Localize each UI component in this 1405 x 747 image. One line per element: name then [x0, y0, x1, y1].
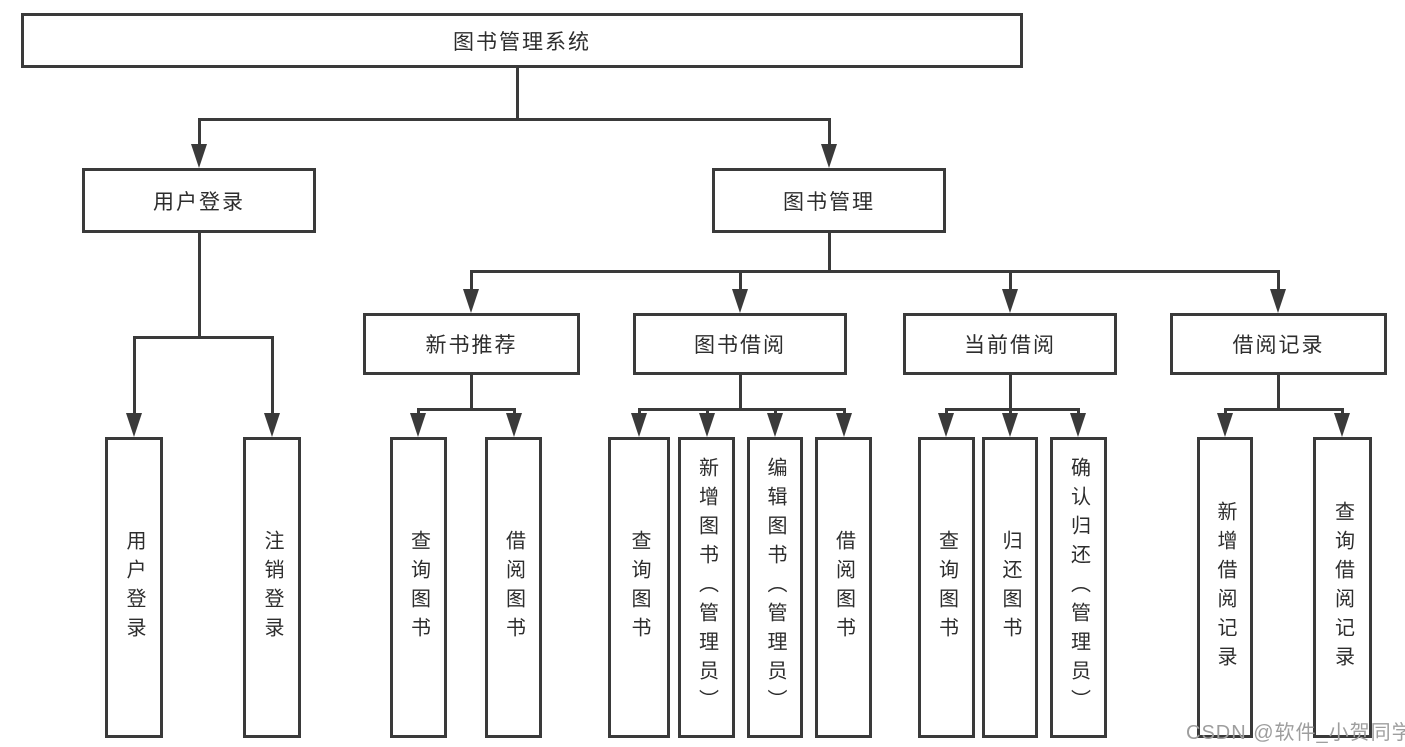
connector-arrow — [264, 413, 280, 437]
node-label: 用户登录 — [153, 190, 245, 214]
leaf-label: 新增借阅记录 — [1214, 500, 1236, 675]
node-borrow-records: 借阅记录 — [1170, 313, 1387, 375]
connector-arrow — [836, 413, 852, 437]
connector-vline — [198, 233, 201, 336]
node-label: 图书借阅 — [694, 334, 786, 357]
leaf-label: 确认归还（管理员） — [1067, 457, 1090, 718]
node-book-management: 图书管理 — [712, 168, 946, 233]
leaf-query-books-recommend: 查询图书 — [390, 437, 447, 738]
leaf-label: 注销登录 — [261, 529, 283, 646]
connector-vline — [774, 408, 777, 416]
connector-arrow — [410, 413, 426, 437]
connector-hline — [133, 336, 273, 339]
leaf-query-books-current: 查询图书 — [918, 437, 975, 738]
leaf-add-books-admin: 新增图书（管理员） — [678, 437, 735, 738]
node-label: 新书推荐 — [425, 334, 518, 357]
leaf-logout-login: 注销登录 — [243, 437, 301, 738]
connector-arrow — [506, 413, 522, 437]
leaf-query-books-borrowing: 查询图书 — [608, 437, 670, 738]
leaf-label: 新增图书（管理员） — [695, 457, 718, 718]
node-root: 图书管理系统 — [21, 13, 1023, 68]
connector-vline — [198, 118, 201, 146]
node-label: 借阅记录 — [1232, 334, 1325, 357]
connector-arrow — [1270, 289, 1286, 313]
connector-arrow — [1217, 413, 1233, 437]
leaf-label: 归还图书 — [999, 529, 1021, 646]
connector-vline — [706, 408, 709, 416]
connector-arrow — [1002, 289, 1018, 313]
leaf-label: 借阅图书 — [832, 529, 855, 646]
connector-vline — [1341, 408, 1344, 416]
connector-vline — [1009, 408, 1012, 416]
connector-vline — [1009, 270, 1012, 291]
node-new-book-recommend: 新书推荐 — [363, 313, 580, 375]
connector-vline — [1224, 408, 1227, 416]
node-user-login: 用户登录 — [82, 168, 316, 233]
leaf-edit-books-admin: 编辑图书（管理员） — [747, 437, 803, 738]
connector-vline — [1077, 408, 1080, 416]
node-book-borrowing: 图书借阅 — [633, 313, 847, 375]
leaf-label: 编辑图书（管理员） — [764, 457, 786, 718]
connector-vline — [1009, 375, 1012, 408]
node-label: 图书管理系统 — [453, 30, 591, 54]
connector-arrow — [631, 413, 647, 437]
leaf-confirm-return-admin: 确认归还（管理员） — [1050, 437, 1107, 738]
connector-arrow — [463, 289, 479, 313]
connector-vline — [1277, 270, 1280, 291]
connector-arrow — [821, 144, 837, 168]
node-label: 当前借阅 — [964, 334, 1056, 357]
node-current-borrowing: 当前借阅 — [903, 313, 1117, 375]
leaf-user-login: 用户登录 — [105, 437, 163, 738]
connector-arrow — [1002, 413, 1018, 437]
connector-vline — [470, 375, 473, 408]
connector-vline — [417, 408, 420, 416]
connector-arrow — [732, 289, 748, 313]
connector-arrow — [699, 413, 715, 437]
connector-hline — [470, 270, 1279, 273]
connector-hline — [945, 408, 1079, 411]
connector-arrow — [191, 144, 207, 168]
connector-arrow — [126, 413, 142, 437]
connector-vline — [828, 118, 831, 146]
leaf-label: 查询借阅记录 — [1331, 500, 1354, 675]
leaf-add-borrow-record: 新增借阅记录 — [1197, 437, 1253, 738]
leaf-label: 借阅图书 — [502, 529, 525, 646]
leaf-borrow-books-borrowing: 借阅图书 — [815, 437, 872, 738]
leaf-borrow-books-recommend: 借阅图书 — [485, 437, 542, 738]
leaf-label: 用户登录 — [123, 529, 145, 646]
connector-arrow — [1070, 413, 1086, 437]
connector-vline — [739, 375, 742, 408]
leaf-return-books: 归还图书 — [982, 437, 1038, 738]
csdn-watermark: CSDN @软件_小贺同学 — [1186, 722, 1405, 744]
node-label: 图书管理 — [783, 190, 875, 214]
connector-vline — [133, 336, 136, 415]
leaf-label: 查询图书 — [407, 529, 430, 646]
leaf-query-borrow-record: 查询借阅记录 — [1313, 437, 1372, 738]
connector-hline — [638, 408, 845, 411]
connector-vline — [739, 270, 742, 291]
connector-vline — [945, 408, 948, 416]
connector-arrow — [938, 413, 954, 437]
leaf-label: 查询图书 — [628, 529, 650, 646]
connector-hline — [198, 118, 831, 121]
connector-hline — [1224, 408, 1343, 411]
connector-hline — [417, 408, 516, 411]
connector-vline — [638, 408, 641, 416]
connector-vline — [271, 336, 274, 415]
connector-arrow — [767, 413, 783, 437]
connector-vline — [828, 233, 831, 272]
leaf-label: 查询图书 — [935, 529, 958, 646]
connector-vline — [1277, 375, 1280, 408]
connector-vline — [470, 270, 473, 291]
connector-vline — [513, 408, 516, 416]
connector-vline — [516, 68, 519, 118]
connector-arrow — [1334, 413, 1350, 437]
connector-vline — [843, 408, 846, 416]
